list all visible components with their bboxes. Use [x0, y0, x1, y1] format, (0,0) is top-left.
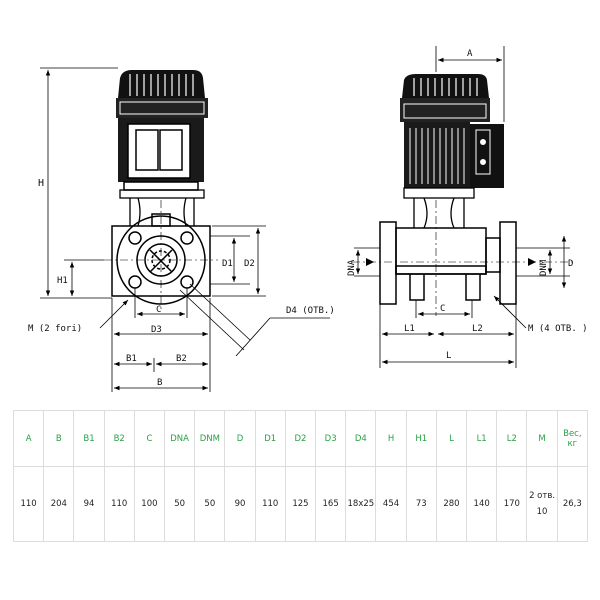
column-header: B2 [103, 410, 135, 467]
column-header: M [526, 410, 558, 467]
side-view: A DNA DNM D C L1 L2 L M (4 ОТВ. ) [347, 46, 588, 368]
column-header: H1 [405, 410, 437, 467]
table-cell: 454 [375, 466, 407, 542]
table-cell: 90 [224, 466, 256, 542]
column-header: D3 [315, 410, 347, 467]
table-cell: 2 отв. 10 [526, 466, 558, 542]
front-dimension-lines [40, 67, 330, 392]
side-pump-casing [379, 221, 517, 305]
label-D4: D4 (ОТВ.) [286, 306, 335, 316]
label-D2: D2 [244, 259, 255, 269]
label-H: H [38, 178, 44, 189]
table-cell: 94 [73, 466, 105, 542]
table-cell: 26,3 [556, 466, 589, 542]
table-cell: 170 [496, 466, 528, 542]
table-cell: 110 [254, 466, 286, 542]
column-header: DNM [194, 410, 226, 467]
outlet-flow-arrow [528, 258, 536, 266]
table-cell: 165 [315, 466, 347, 542]
label-D1: D1 [222, 259, 233, 269]
column-header: D [224, 410, 256, 467]
label-D3: D3 [151, 325, 162, 335]
label-H1: H1 [57, 276, 68, 286]
label-DNM: DNM [539, 259, 549, 276]
table-cell: 280 [435, 466, 468, 542]
inlet-flow-arrow [366, 258, 374, 266]
label-B: B [157, 378, 162, 388]
table-cell: 110 [12, 466, 45, 542]
label-M-side: M (4 ОТВ. ) [528, 324, 588, 334]
column-header: L1 [466, 410, 498, 467]
table-cell: 50 [164, 466, 196, 542]
column-header: D1 [254, 410, 286, 467]
table-cell: 18x25 [345, 466, 377, 542]
label-DNA: DNA [347, 259, 357, 276]
table-cell: 110 [103, 466, 135, 542]
column-header: D4 [345, 410, 377, 467]
table-cell: 100 [133, 466, 166, 542]
side-motor-body [404, 122, 470, 188]
table-cell: 73 [405, 466, 437, 542]
column-header: C [133, 410, 166, 467]
column-header: H [375, 410, 407, 467]
label-C-side: C [440, 304, 445, 314]
table-cell: 140 [466, 466, 498, 542]
column-header: A [12, 410, 45, 467]
side-motor-fan-cover [400, 74, 490, 122]
terminal-box [470, 124, 504, 188]
label-A: A [467, 49, 473, 59]
pump-dimension-drawing: H H1 D1 D2 C D3 B1 B2 B D4 (ОТВ.) M (2 f… [28, 46, 588, 392]
motor-lantern [119, 189, 205, 227]
column-header: Вес, кг [556, 410, 589, 467]
column-header: D2 [284, 410, 317, 467]
column-header: DNA [164, 410, 196, 467]
front-view: H H1 D1 D2 C D3 B1 B2 B D4 (ОТВ.) M (2 f… [28, 67, 335, 392]
table-cell: 125 [284, 466, 317, 542]
label-M-front: M (2 fori) [28, 324, 82, 334]
column-header: L2 [496, 410, 528, 467]
side-dimension-lines [354, 46, 570, 368]
motor-body [118, 118, 204, 191]
column-header: B1 [73, 410, 105, 467]
label-B2: B2 [176, 354, 187, 364]
label-C-front: C [156, 305, 161, 315]
label-L: L [446, 351, 451, 361]
side-lantern [403, 187, 475, 229]
label-D: D [568, 259, 573, 269]
motor-fan-cover [116, 70, 208, 118]
column-header: L [435, 410, 468, 467]
table-cell: 50 [194, 466, 226, 542]
label-L2: L2 [472, 324, 483, 334]
label-L1: L1 [404, 324, 415, 334]
label-B1: B1 [126, 354, 137, 364]
column-header: B [43, 410, 75, 467]
table-cell: 204 [43, 466, 75, 542]
